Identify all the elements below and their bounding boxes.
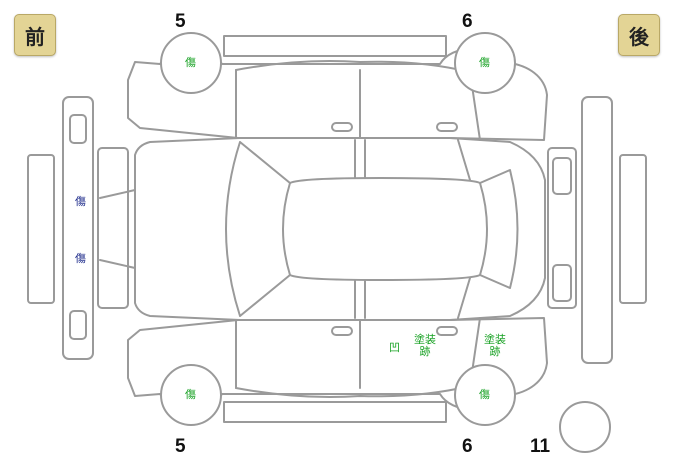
damage-mark-paint-quarter: 塗装 跡 [480, 334, 510, 358]
panel-number-spare-tire: 11 [530, 436, 551, 457]
rear-panel [547, 147, 577, 309]
wheel-bottom-left [160, 364, 222, 426]
panel-number-top-left: 5 [175, 11, 186, 32]
damage-mark-paint-door: 塗装 跡 [410, 334, 440, 358]
damage-mark-dent: 凹 [389, 341, 400, 354]
damage-mark-wheel-bottom-right: 傷 [479, 388, 490, 401]
front-grille [97, 147, 129, 309]
damage-mark-wheel-top-right: 傷 [479, 56, 490, 69]
side-view-top-handle-rear [436, 122, 458, 132]
paint-door-line2: 跡 [419, 345, 431, 358]
rear-label: 後 [618, 14, 660, 56]
top-side-skirt [223, 35, 447, 57]
damage-mark-front-bumper-upper: 傷 [75, 195, 86, 208]
damage-mark-wheel-bottom-left: 傷 [185, 388, 196, 401]
side-view-bottom-handle-front [331, 326, 353, 336]
side-view-bottom-roofline [235, 385, 471, 398]
top-view-hood-lines [99, 189, 136, 269]
panel-number-top-right: 6 [462, 11, 473, 32]
rear-bumper [581, 96, 613, 364]
front-bumper [62, 96, 94, 360]
damage-mark-wheel-top-left: 傷 [185, 56, 196, 69]
paint-quarter-line2: 跡 [489, 345, 501, 358]
front-light-lower [69, 310, 87, 340]
paint-door-line1: 塗装 [414, 333, 436, 346]
wheel-bottom-right [454, 364, 516, 426]
side-view-top-handle-front [331, 122, 353, 132]
side-view-top-roofline [235, 60, 471, 73]
rear-bumper-lip [619, 154, 647, 304]
wheel-top-right [454, 32, 516, 94]
bottom-side-skirt [223, 401, 447, 423]
panel-number-bottom-right: 6 [462, 436, 473, 457]
top-view-roof [282, 177, 488, 281]
side-view-bottom-handle-rear [436, 326, 458, 336]
front-bumper-lip [27, 154, 55, 304]
wheel-top-left [160, 32, 222, 94]
spare-tire [559, 401, 611, 453]
front-light-upper [69, 114, 87, 144]
panel-number-bottom-left: 5 [175, 436, 186, 457]
rear-light-upper [552, 157, 572, 195]
paint-quarter-line1: 塗装 [484, 333, 506, 346]
side-view-bottom-window-line [235, 317, 481, 389]
top-view-body [134, 137, 546, 321]
top-view-windshield [225, 141, 291, 317]
front-label: 前 [14, 14, 56, 56]
damage-mark-front-bumper-lower: 傷 [75, 252, 86, 265]
rear-light-lower [552, 264, 572, 302]
top-view-rear-window [479, 169, 519, 289]
top-view-pillars [354, 139, 471, 319]
side-view-top-window-line [235, 69, 481, 141]
